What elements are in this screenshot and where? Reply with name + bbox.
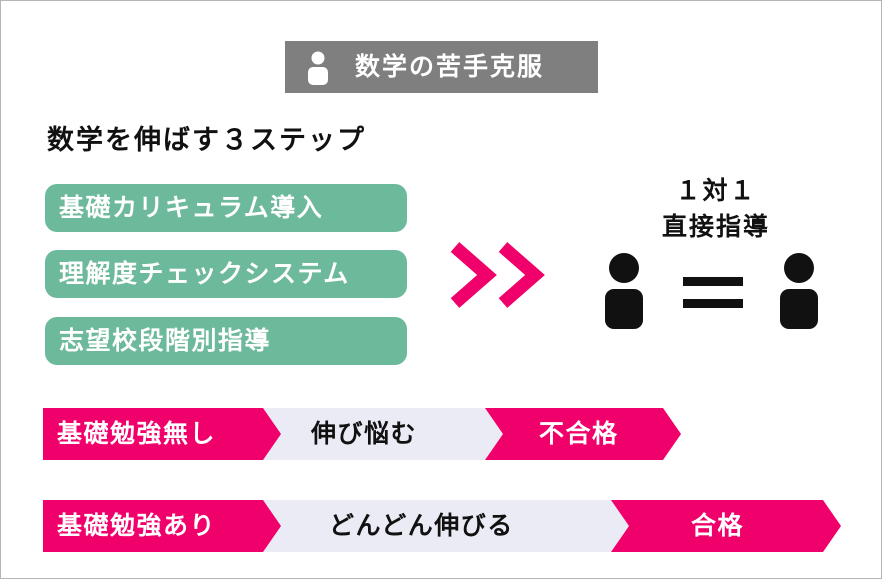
one-to-one-line1: １対１ — [675, 176, 757, 205]
step-basic-curriculum: 基礎カリキュラム導入 — [45, 184, 407, 232]
flow-middle-label: どんどん伸びる — [329, 511, 514, 540]
one-to-one-line2: 直接指導 — [661, 212, 770, 241]
step-understanding-check: 理解度チェックシステム — [45, 250, 407, 298]
person-icon — [308, 51, 328, 85]
flow-row-with-basics: 基礎勉強あり どんどん伸びる 合格 — [43, 500, 843, 552]
flow-end-label: 不合格 — [539, 419, 619, 448]
flow-row-no-basics: 基礎勉強無し 伸び悩む 不合格 — [43, 408, 683, 460]
steps-heading: 数学を伸ばす３ステップ — [47, 125, 366, 156]
flow-start-label: 基礎勉強あり — [57, 511, 217, 540]
header-banner: 数学の苦手克服 — [285, 41, 598, 93]
one-to-one-label: １対１ 直接指導 — [621, 173, 811, 245]
person-icon — [605, 253, 643, 329]
flow-start-label: 基礎勉強無し — [57, 419, 217, 448]
flow-middle-label: 伸び悩む — [311, 419, 418, 448]
flow-arrows — [43, 500, 841, 552]
person-icon — [780, 253, 818, 329]
flow-end-label: 合格 — [691, 511, 745, 540]
equals-icon — [683, 277, 743, 309]
double-chevron-right-icon — [450, 242, 545, 308]
flow-arrows — [43, 408, 681, 460]
page-title: 数学の苦手克服 — [355, 52, 545, 81]
step-target-school: 志望校段階別指導 — [45, 317, 407, 365]
